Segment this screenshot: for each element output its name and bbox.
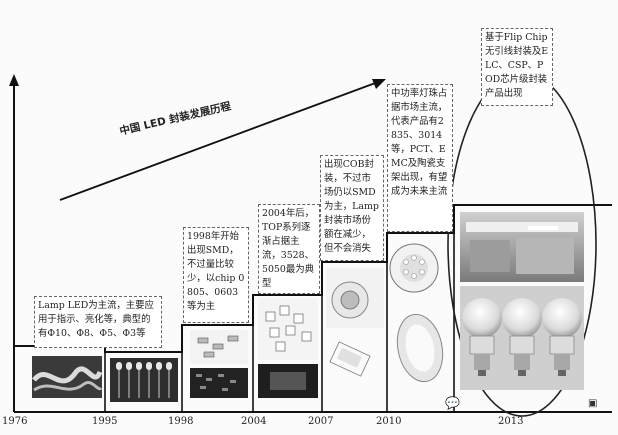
year-2013: 2013 bbox=[498, 416, 524, 427]
year-2004: 2004 bbox=[241, 416, 267, 427]
year-1995: 1995 bbox=[92, 416, 118, 427]
year-2007: 2007 bbox=[308, 416, 334, 427]
qr-code-icon: ▣ bbox=[588, 398, 598, 409]
staircase-line bbox=[14, 204, 612, 353]
note-2010: 中功率灯珠占据市场主流，代表产品有2835、3014等，PCT、EMC及陶瓷支架… bbox=[387, 84, 453, 232]
y-axis-arrowhead bbox=[9, 74, 19, 86]
smd-chip-photo bbox=[190, 330, 248, 398]
trend-arrow-head bbox=[372, 79, 386, 89]
note-2013: 基于Flip Chip无引线封装及ELC、CSP、POD芯片级封装产品出现 bbox=[481, 28, 553, 106]
note-2004: 2004年后，TOP系列逐渐占据主流，3528、5050最为典型 bbox=[258, 204, 320, 294]
mid-power-led-photo bbox=[389, 243, 444, 383]
top-led-photo bbox=[258, 298, 318, 398]
office-lighting-photo bbox=[460, 212, 584, 282]
year-1998: 1998 bbox=[168, 416, 194, 427]
note-2007: 出现COB封装，不过市场仍以SMD为主，Lamp封装市场份额在减少，但不会消失 bbox=[320, 155, 384, 261]
note-1998: 1998年开始出现SMD，不过量比较少，以chip 0805、0603等为主 bbox=[183, 227, 249, 323]
through-hole-led-photo bbox=[110, 358, 178, 402]
led-bulbs-photo bbox=[460, 286, 584, 390]
year-2010: 2010 bbox=[376, 416, 402, 427]
trend-arrow-line bbox=[59, 81, 379, 201]
note-1976: Lamp LED为主流，主要应用于指示、亮化等，典型的有Φ10、Φ8、Φ5、Φ3… bbox=[34, 296, 162, 348]
year-1976: 1976 bbox=[2, 416, 28, 427]
chat-bubbles-icon: 💬 bbox=[445, 396, 460, 410]
cob-photo bbox=[326, 268, 384, 377]
lamp-led-photo bbox=[32, 356, 103, 398]
